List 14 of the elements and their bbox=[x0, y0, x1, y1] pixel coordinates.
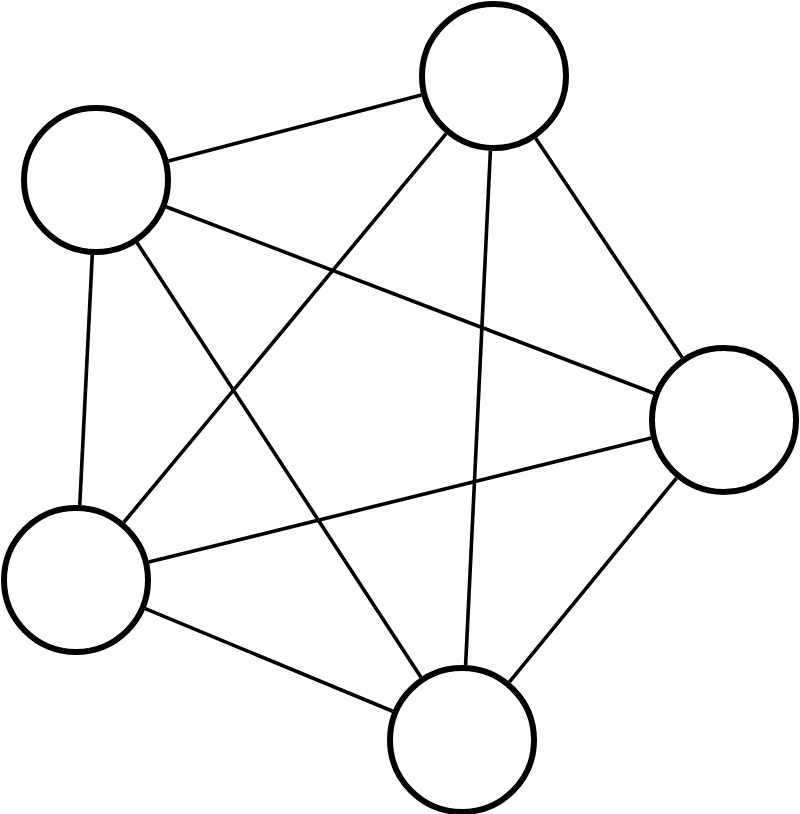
connector-line bbox=[508, 476, 678, 684]
connector-line bbox=[165, 205, 655, 395]
connector-line bbox=[463, 150, 493, 666]
connector-line bbox=[168, 93, 422, 163]
node-circle bbox=[21, 105, 171, 255]
node-circle bbox=[649, 345, 799, 495]
connector-line bbox=[77, 254, 95, 506]
connector-line bbox=[135, 241, 423, 679]
node-circle bbox=[1, 505, 151, 655]
connector-line bbox=[148, 436, 652, 564]
connector-line bbox=[122, 132, 448, 524]
connector-line bbox=[144, 607, 394, 713]
connector-line bbox=[534, 137, 684, 359]
node-circle bbox=[419, 1, 569, 151]
